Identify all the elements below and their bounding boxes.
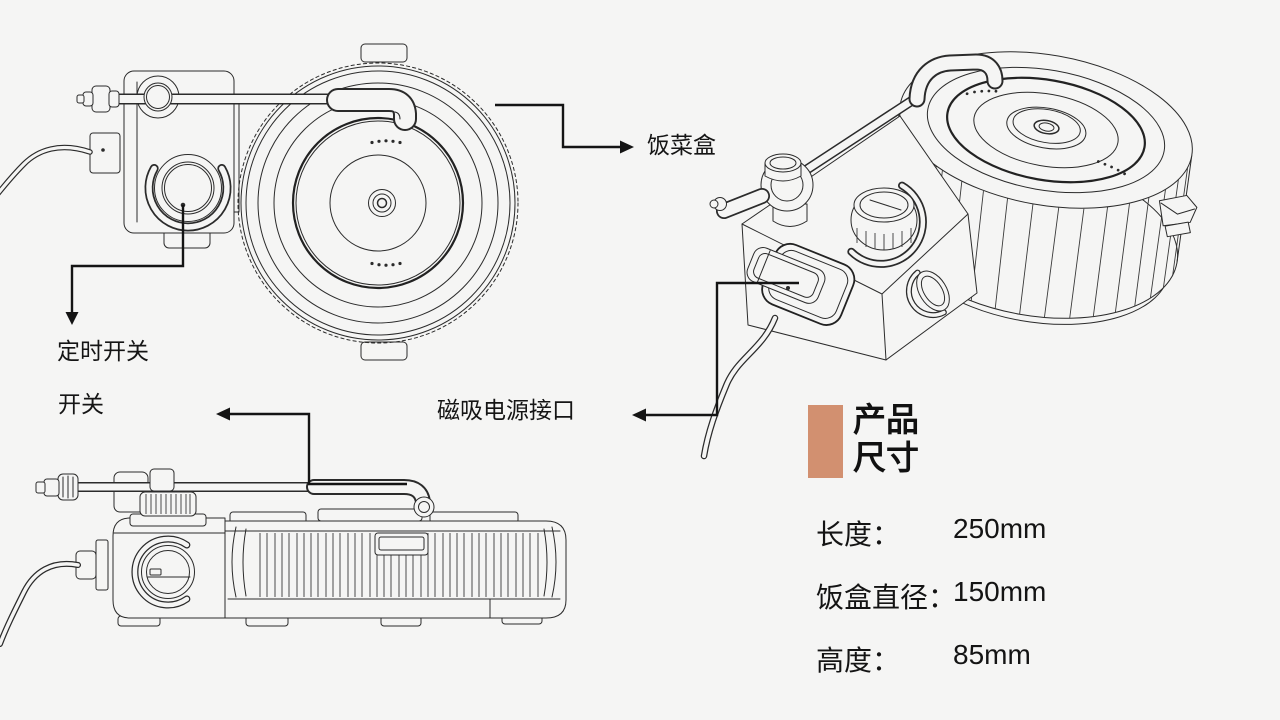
spec-label-height: 高度：	[816, 645, 901, 676]
spec-title-line2: 尺寸	[853, 439, 919, 476]
timer-knob-side	[129, 491, 207, 527]
lid-tab-top	[360, 43, 408, 63]
spec-label-length: 长度：	[816, 519, 901, 550]
annotation-leaders	[65, 103, 799, 486]
leader-timer-switch	[70, 205, 185, 313]
spec-value-height: 85mm	[953, 639, 1031, 670]
steam-vent-dots	[370, 139, 402, 267]
switch-label: 开关	[58, 391, 104, 417]
lid-lip-center	[317, 508, 423, 522]
inlet-housing-side	[95, 539, 109, 591]
arrow-timer-switch	[65, 312, 79, 325]
side-view-ribs	[259, 533, 539, 597]
magnetic-connector	[746, 242, 856, 326]
spec-row-diameter: 饭盒直径： 150mm	[816, 576, 1046, 616]
latch-tab-right	[1158, 194, 1198, 238]
carry-handle-grip	[326, 88, 417, 131]
arrow-magnetic-port	[632, 408, 646, 422]
tube-fitting-side	[35, 473, 79, 501]
spec-row-length: 长度： 250mm	[816, 513, 1046, 553]
spec-row-height: 高度： 85mm	[816, 639, 1031, 679]
leader-switch	[229, 412, 407, 486]
handle-elbow-fitting	[709, 153, 814, 227]
arrow-food-box	[620, 140, 634, 154]
spec-title-line1: 产品	[853, 401, 919, 438]
food-box-lid	[237, 62, 519, 344]
side-button	[905, 269, 950, 319]
latch-side	[374, 532, 429, 556]
leader-food-box	[495, 103, 621, 149]
timer-knob-perspective	[847, 181, 927, 268]
spec-value-length: 250mm	[953, 513, 1047, 544]
magnetic-power-port-label: 磁吸电源接口	[437, 397, 575, 423]
power-cable-side	[0, 560, 81, 647]
lid-center-cap-perspective	[1006, 106, 1087, 150]
carry-handle-perspective	[795, 53, 1004, 179]
power-cable	[0, 144, 93, 196]
food-box-label: 饭菜盒	[647, 132, 716, 158]
arrow-switch	[216, 407, 230, 421]
power-inlet-block	[89, 132, 121, 174]
leader-magnetic-port	[645, 281, 799, 417]
perspective-view-drawing	[700, 51, 1198, 460]
switch-knob-side	[131, 535, 195, 609]
steam-vent-dots-perspective	[965, 89, 1126, 176]
spec-value-diameter: 150mm	[953, 576, 1047, 607]
spec-label-diameter: 饭盒直径：	[816, 582, 957, 613]
accent-bar	[808, 405, 843, 478]
tube-fitting	[91, 85, 111, 113]
timer-knob-top-view	[144, 154, 232, 232]
spec-panel-title: 产品 尺寸	[853, 401, 919, 477]
lid-center-cap	[368, 189, 396, 217]
carry-handle-side	[306, 479, 435, 518]
side-view-drawing	[0, 468, 567, 647]
food-box-side	[221, 520, 567, 619]
top-view-drawing	[0, 43, 519, 361]
timer-switch-label: 定时开关	[57, 338, 149, 364]
lid-tab-bottom	[360, 341, 408, 361]
